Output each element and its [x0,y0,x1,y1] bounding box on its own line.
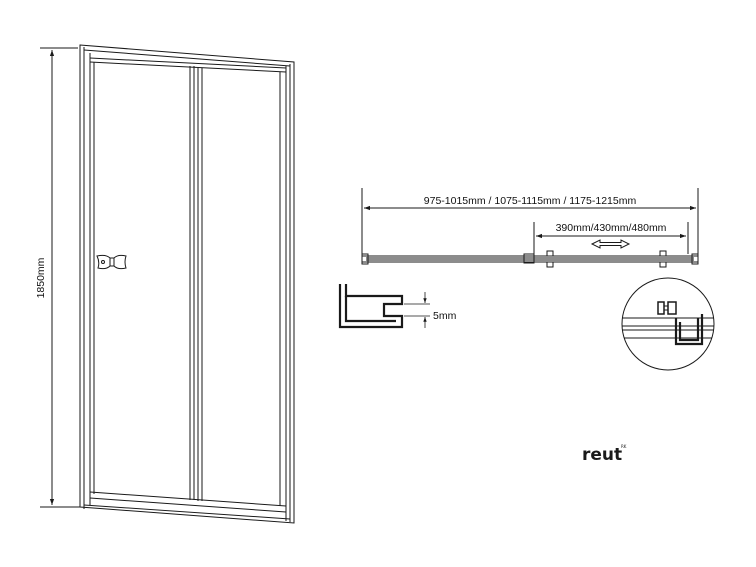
door-frame [79,44,295,524]
width-dimension [361,188,699,262]
gap-dimension [404,292,430,328]
width-range-label: 975-1015mm / 1075-1115mm / 1175-1215mm [424,195,637,207]
brand-logo-superscript: RK [621,444,627,449]
height-dimension [40,47,80,508]
opening-range-label: 390mm/430mm/480mm [556,222,667,234]
sliding-track [361,250,699,268]
door-handle-icon [96,254,127,270]
slide-direction-icon [590,239,631,249]
front-elevation [40,44,295,524]
opening-dimension [533,222,689,254]
right-glass-panel [197,68,281,506]
wall-profile-section [338,284,430,329]
brand-logo: reut RK [582,444,627,465]
gap-label: 5mm [433,310,457,322]
left-glass-panel [93,62,195,500]
brand-logo-text: reut [582,445,622,465]
height-label: 1850mm [35,257,47,298]
detail-view [621,277,715,371]
plan-view [361,188,699,268]
